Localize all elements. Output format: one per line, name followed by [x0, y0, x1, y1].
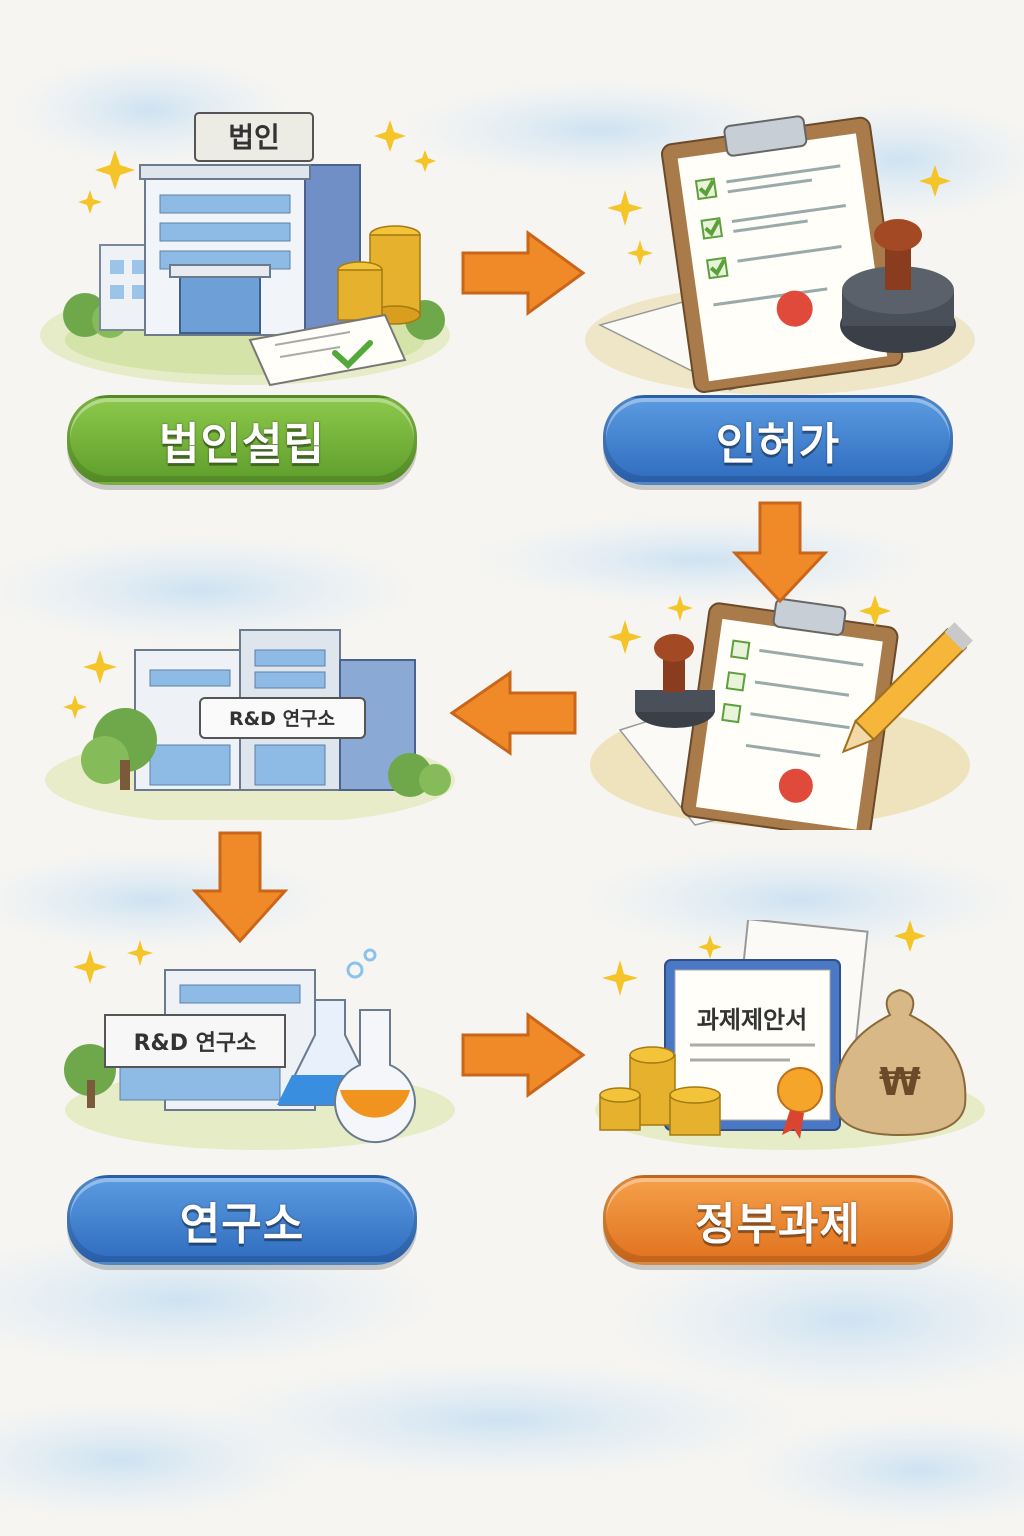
step-corporation-label: 법인설립	[67, 395, 417, 485]
won-sign-icon: ₩	[879, 1060, 921, 1104]
step-gov-project-text: 정부과제	[695, 1188, 861, 1252]
rnd-sign-top: R&D 연구소	[229, 708, 335, 730]
government-project-illustration: 과제제안서 ₩	[590, 920, 990, 1150]
rnd-sign-bottom: R&D 연구소	[134, 1031, 257, 1056]
arrow-down-icon-2	[190, 830, 290, 945]
corporation-building-illustration: 법인	[30, 95, 460, 395]
rnd-center-illustration: R&D 연구소	[40, 610, 460, 820]
arrow-right-icon-2	[458, 1010, 588, 1100]
step-research-label: 연구소	[67, 1175, 417, 1265]
permit-clipboard-illustration	[580, 110, 980, 400]
step-permit-label: 인허가	[603, 395, 953, 485]
arrow-down-icon	[730, 500, 830, 605]
step-research-text: 연구소	[180, 1188, 304, 1252]
step-gov-project-label: 정부과제	[603, 1175, 953, 1265]
arrow-left-icon	[445, 668, 580, 758]
step-corporation-text: 법인설립	[159, 408, 325, 472]
step-permit-text: 인허가	[716, 408, 840, 472]
approval-clipboard-illustration	[585, 590, 975, 830]
research-lab-illustration: R&D 연구소	[60, 940, 460, 1150]
corporation-sign: 법인	[228, 121, 280, 154]
arrow-right-icon	[458, 228, 588, 318]
proposal-document-title: 과제제안서	[697, 1006, 807, 1034]
